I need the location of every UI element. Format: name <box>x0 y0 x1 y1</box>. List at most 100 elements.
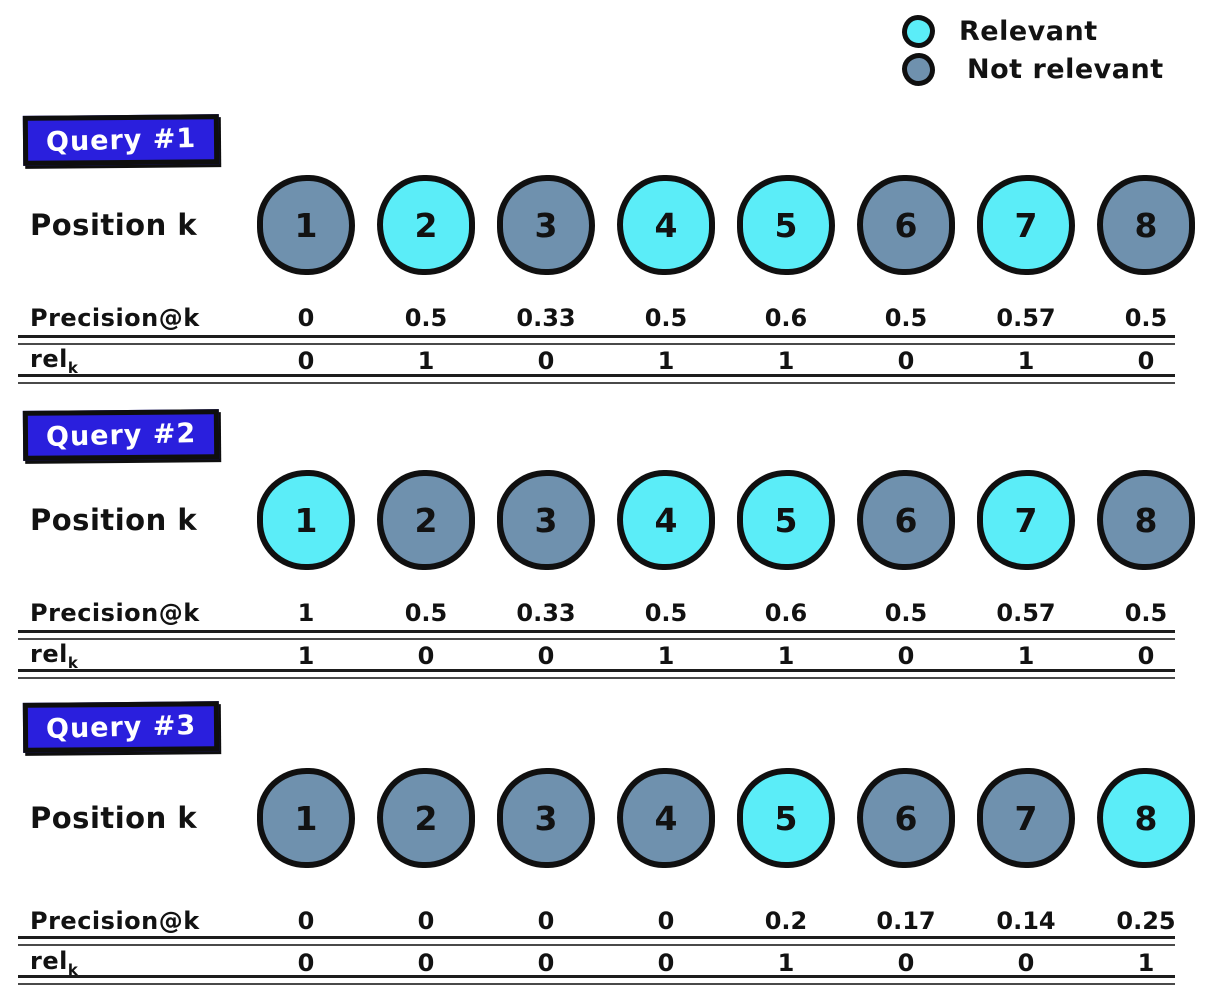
query-2-rel-row: relk 1 0 0 1 1 0 1 0 <box>0 639 1206 673</box>
result-slot: 7 <box>966 175 1086 275</box>
result-slot: 4 <box>606 175 726 275</box>
precision-value: 0 <box>537 907 555 935</box>
query-2-title: Query #2 <box>45 417 197 453</box>
result-slot: 8 <box>1086 768 1206 868</box>
rel-label-text: rel <box>30 947 68 976</box>
rel-value: 0 <box>1017 949 1035 977</box>
position-number: 8 <box>1134 205 1158 245</box>
query-1-title-box: Query #1 <box>22 114 220 166</box>
result-circle: 4 <box>617 470 715 570</box>
result-circle: 5 <box>737 768 835 868</box>
query-3-title: Query #3 <box>45 709 197 745</box>
position-number: 8 <box>1134 500 1158 540</box>
result-slot: 5 <box>726 175 846 275</box>
result-circle: 2 <box>377 175 475 275</box>
rel-value: 1 <box>417 347 435 375</box>
precision-value: 0.5 <box>884 599 928 627</box>
precision-at-k-label: Precision@k <box>30 599 200 627</box>
rel-k-label: relk <box>0 345 246 377</box>
query-3-precision-row: Precision@k 0 0 0 0 0.2 0.17 0.14 0.25 <box>0 904 1206 938</box>
position-number: 7 <box>1014 798 1038 838</box>
rel-k-label: relk <box>0 947 246 979</box>
divider-line <box>18 975 1175 985</box>
result-circle: 5 <box>737 175 835 275</box>
query-1-rel-row: relk 0 1 0 1 1 0 1 0 <box>0 344 1206 378</box>
precision-value: 0.5 <box>404 599 448 627</box>
rel-value: 0 <box>297 949 315 977</box>
query-1-position-row: Position k 1 2 3 4 5 6 7 8 <box>0 175 1206 275</box>
precision-value: 0.17 <box>876 907 936 935</box>
position-k-label: Position k <box>30 208 198 242</box>
query-3-section: Query #3 Position k 1 2 3 4 5 6 7 8 Prec… <box>0 700 1206 985</box>
position-number: 1 <box>294 500 318 540</box>
rel-value: 1 <box>777 949 795 977</box>
precision-value: 0 <box>297 304 315 332</box>
precision-value: 0.14 <box>996 907 1056 935</box>
result-slot: 7 <box>966 768 1086 868</box>
result-circle: 4 <box>617 175 715 275</box>
result-circle: 1 <box>257 768 355 868</box>
result-circle: 2 <box>377 470 475 570</box>
result-slot: 1 <box>246 470 366 570</box>
relevant-dot-icon <box>902 14 935 48</box>
rel-value: 0 <box>537 347 555 375</box>
precision-value: 0 <box>417 907 435 935</box>
not-relevant-dot-icon <box>902 52 935 86</box>
legend-item-relevant: Relevant <box>902 12 1164 50</box>
result-circle: 2 <box>377 768 475 868</box>
precision-at-k-label: Precision@k <box>30 304 200 332</box>
query-2-precision-row: Precision@k 1 0.5 0.33 0.5 0.6 0.5 0.57 … <box>0 596 1206 630</box>
query-3-title-box: Query #3 <box>22 701 220 753</box>
divider-line <box>18 335 1175 345</box>
result-circle: 3 <box>497 470 595 570</box>
divider-line <box>18 669 1175 679</box>
legend-item-not-relevant: Not relevant <box>902 50 1164 88</box>
query-2-title-box: Query #2 <box>22 409 220 461</box>
precision-at-k-label: Precision@k <box>30 907 200 935</box>
rel-value: 0 <box>1137 347 1155 375</box>
result-slot: 3 <box>486 470 606 570</box>
precision-value: 0.5 <box>644 599 688 627</box>
result-circle: 6 <box>857 175 955 275</box>
position-number: 5 <box>774 500 798 540</box>
position-number: 2 <box>414 798 438 838</box>
rel-label-subscript: k <box>67 960 79 979</box>
precision-value: 0.6 <box>764 599 808 627</box>
position-k-label: Position k <box>30 503 198 537</box>
divider-line <box>18 936 1175 946</box>
result-slot: 1 <box>246 175 366 275</box>
result-slot: 7 <box>966 470 1086 570</box>
position-k-label: Position k <box>30 801 198 835</box>
precision-value: 0.57 <box>996 599 1056 627</box>
query-3-position-row: Position k 1 2 3 4 5 6 7 8 <box>0 768 1206 868</box>
result-slot: 1 <box>246 768 366 868</box>
precision-value: 0.25 <box>1116 907 1176 935</box>
result-circle: 6 <box>857 768 955 868</box>
position-number: 2 <box>414 205 438 245</box>
result-slot: 2 <box>366 470 486 570</box>
result-circle: 4 <box>617 768 715 868</box>
result-circle: 8 <box>1097 175 1195 275</box>
result-slot: 4 <box>606 768 726 868</box>
result-slot: 5 <box>726 768 846 868</box>
rel-value: 0 <box>1137 642 1155 670</box>
result-slot: 5 <box>726 470 846 570</box>
precision-value: 0.5 <box>884 304 928 332</box>
position-number: 4 <box>654 500 678 540</box>
rel-value: 1 <box>1017 642 1035 670</box>
query-2-section: Query #2 Position k 1 2 3 4 5 6 7 8 Prec… <box>0 408 1206 693</box>
position-number: 5 <box>774 205 798 245</box>
position-number: 3 <box>534 500 558 540</box>
precision-value: 0 <box>297 907 315 935</box>
rel-value: 1 <box>297 642 315 670</box>
result-circle: 3 <box>497 768 595 868</box>
rel-label-subscript: k <box>67 358 79 377</box>
precision-value: 1 <box>297 599 315 627</box>
result-circle: 7 <box>977 175 1075 275</box>
rel-value: 0 <box>897 949 915 977</box>
precision-value: 0.33 <box>516 304 576 332</box>
position-number: 8 <box>1134 798 1158 838</box>
precision-value: 0.5 <box>404 304 448 332</box>
result-circle: 1 <box>257 175 355 275</box>
precision-value: 0.33 <box>516 599 576 627</box>
